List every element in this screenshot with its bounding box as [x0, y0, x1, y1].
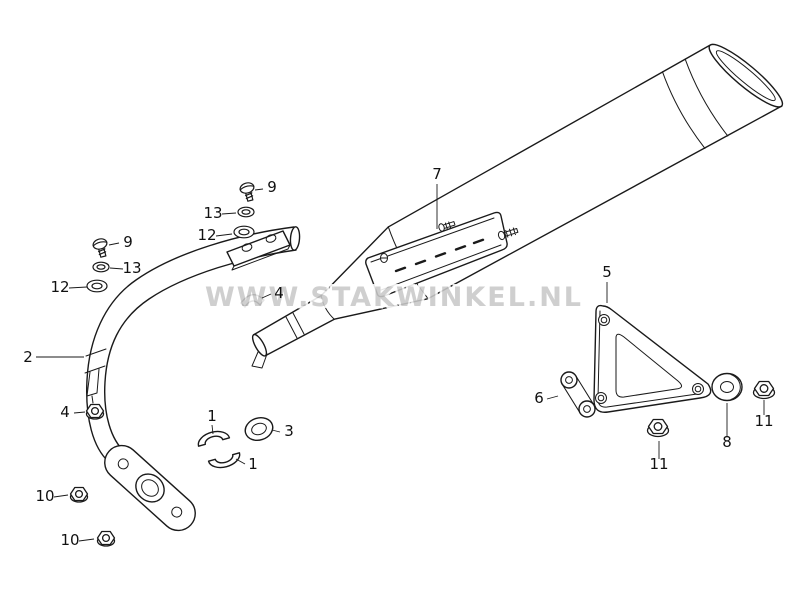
exhaust-flange — [104, 444, 196, 532]
callout-5: 5 — [602, 263, 612, 281]
callout-6: 6 — [534, 389, 544, 407]
pipe-clamp — [84, 348, 107, 404]
flange-stud-nut-lower — [96, 530, 116, 547]
clamp-saddle — [240, 294, 265, 308]
flange-stud-nut-upper — [69, 486, 89, 503]
callout-12-upper: 12 — [197, 226, 216, 244]
callout-1-upper: 1 — [207, 407, 217, 425]
callout-10-lower: 10 — [60, 531, 79, 549]
split-collar-upper — [197, 430, 231, 447]
mount-nut-right — [752, 380, 776, 400]
heat-shield — [365, 211, 519, 298]
callout-1-lower: 1 — [248, 455, 258, 473]
bracket-arm — [560, 371, 596, 418]
mounting-bracket — [593, 304, 712, 413]
callout-11-right: 11 — [754, 412, 773, 430]
callout-13-upper: 13 — [203, 204, 222, 222]
split-collar-lower — [207, 452, 241, 469]
callout-11-left: 11 — [649, 455, 668, 473]
pipe-mount-bracket — [226, 230, 291, 271]
screw-upper — [238, 180, 258, 203]
rubber-bushing — [711, 372, 743, 402]
callout-4-saddle: 4 — [274, 284, 284, 302]
inlet-clamp-band — [251, 312, 305, 369]
callout-4-nut: 4 — [60, 403, 70, 421]
flat-washer-left — [86, 279, 108, 293]
flat-washer-upper — [233, 225, 255, 239]
screw-left — [91, 236, 111, 259]
callout-13-left: 13 — [122, 259, 141, 277]
clamp-nut — [85, 403, 105, 420]
callout-9-left: 9 — [123, 233, 133, 251]
mount-nut-left — [646, 418, 670, 438]
watermark-text: WWW.STAKWINKEL.NL — [205, 282, 583, 313]
spring-washer-left — [92, 261, 110, 273]
callout-2: 2 — [23, 348, 33, 366]
callout-10-upper: 10 — [35, 487, 54, 505]
sealing-ring — [244, 416, 274, 442]
callout-8: 8 — [722, 433, 732, 451]
leader-lines — [36, 184, 765, 542]
shield-screw-mid — [438, 221, 456, 232]
muffler-body — [251, 43, 784, 357]
callout-9-upper: 9 — [267, 178, 277, 196]
callout-12-left: 12 — [50, 278, 69, 296]
header-pipe — [85, 226, 301, 463]
spring-washer-upper — [237, 206, 255, 218]
callout-labels: 9 13 12 9 13 12 4 2 4 1 3 1 10 10 7 5 6 … — [23, 165, 773, 549]
shield-screw-right — [497, 227, 519, 241]
shield-bolt-left — [380, 253, 388, 263]
callout-3: 3 — [284, 422, 294, 440]
callout-7: 7 — [432, 165, 442, 183]
heat-shield-slots — [394, 238, 485, 273]
